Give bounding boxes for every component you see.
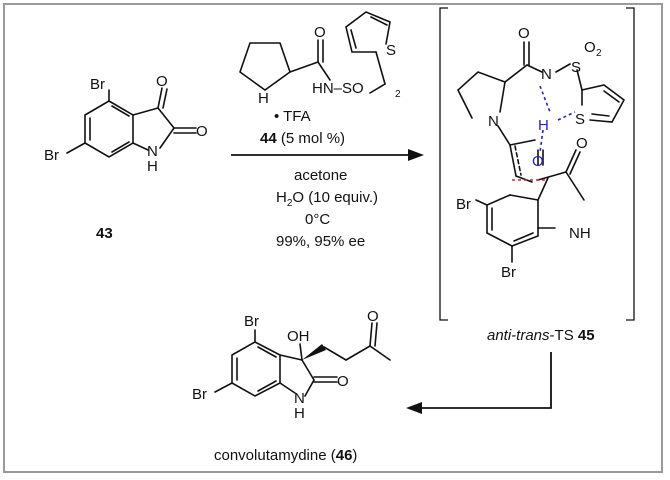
atom-o: O: [518, 25, 530, 42]
atom-h-hbond: H: [538, 117, 549, 134]
atom-n: N: [147, 143, 158, 160]
catalyst-44-structure: O S H HN–SO 2 • TFA: [239, 11, 401, 125]
hbond-n: [539, 85, 551, 113]
atom-nh: NH: [569, 225, 591, 242]
compound-46-label: convolutamydine (46): [214, 447, 357, 464]
atom-s: S: [575, 111, 585, 128]
hbond-o: [539, 129, 544, 153]
tfa-salt: • TFA: [274, 108, 311, 125]
reaction-arrowhead: [408, 149, 424, 161]
ts-45-structure: O N S O 2 N H S O O NH Br Br: [456, 25, 626, 281]
atom-o: O: [337, 373, 349, 390]
condition-solvent: acetone: [294, 167, 347, 184]
compound-43-label: 43: [96, 225, 113, 242]
hbond-s: [557, 111, 576, 121]
atom-br: Br: [244, 313, 259, 330]
atom-h: H: [258, 90, 269, 107]
atom-s: S: [386, 42, 396, 59]
scheme-frame: [3, 3, 663, 473]
atom-br: Br: [90, 76, 105, 93]
ts-bracket-right: [626, 7, 635, 321]
atom-br: Br: [501, 264, 516, 281]
atom-br: Br: [44, 147, 59, 164]
ts-45-label: anti-trans-TS 45: [487, 327, 595, 344]
atom-oh: OH: [287, 328, 310, 345]
atom-o: O: [576, 135, 588, 152]
compound-43-structure: Br O O N H Br: [44, 73, 208, 175]
atom-br: Br: [192, 386, 207, 403]
subscript-2: 2: [395, 89, 401, 100]
atom-n: N: [488, 113, 499, 130]
atom-s: S: [571, 59, 581, 76]
atom-o: O: [156, 73, 168, 90]
atom-h: H: [147, 158, 158, 175]
atom-br: Br: [456, 196, 471, 213]
atom-o: O: [314, 24, 326, 41]
atom-h: H: [294, 405, 305, 422]
atom-o: O: [367, 308, 379, 325]
condition-temperature: 0°C: [305, 211, 330, 228]
catalyst-loading: 44 (5 mol %): [260, 130, 345, 147]
atom-n: N: [294, 390, 305, 407]
sulfonyl-o2: O: [584, 39, 596, 56]
atom-o: O: [196, 123, 208, 140]
compound-46-structure: Br OH O O N H Br: [192, 308, 391, 422]
atom-o-hbond: O: [532, 153, 544, 170]
condition-yield-ee: 99%, 95% ee: [276, 233, 365, 250]
return-arrow: [420, 352, 552, 409]
condition-water: H2O (10 equiv.): [276, 189, 378, 209]
hn-so2-group: HN–SO: [312, 80, 364, 97]
ts-bracket-left: [439, 7, 448, 321]
atom-n: N: [541, 66, 552, 83]
subscript-2: 2: [596, 48, 602, 59]
return-arrowhead: [406, 402, 422, 414]
